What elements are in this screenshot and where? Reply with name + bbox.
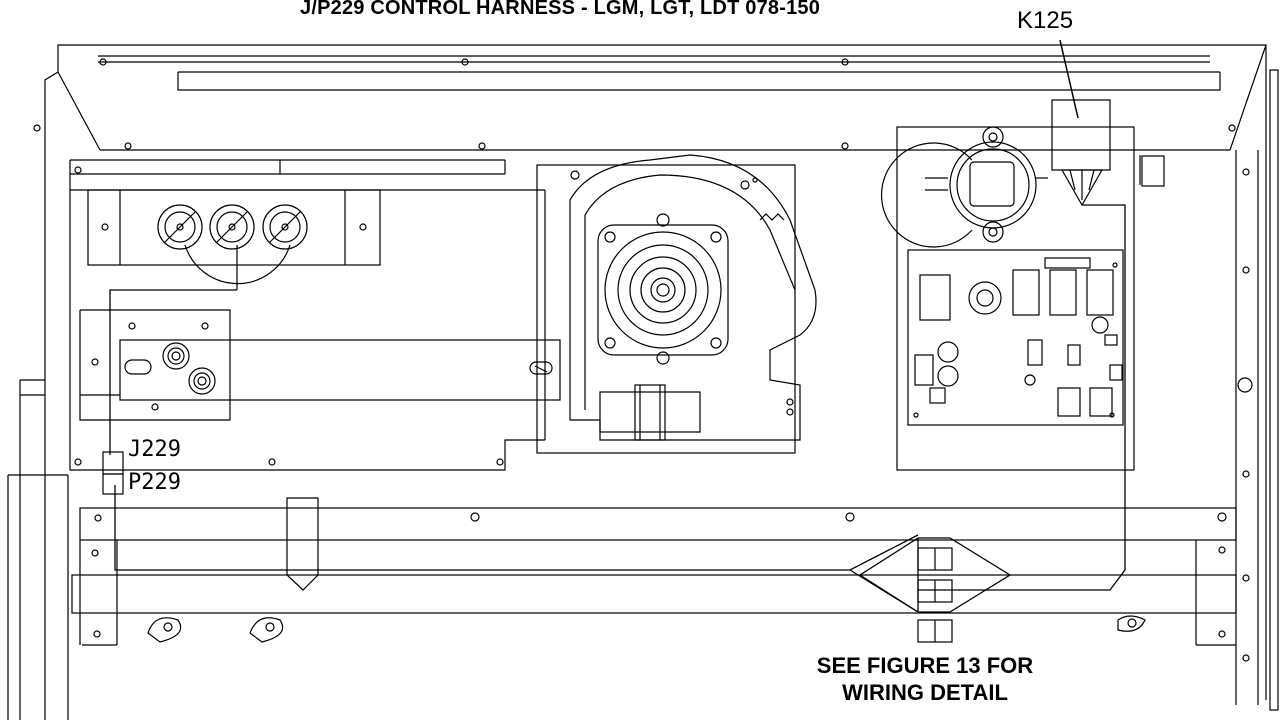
- limit-switch-3: [262, 204, 308, 250]
- limit-switch-1: [157, 204, 203, 250]
- relay-k125: [1051, 39, 1111, 207]
- limit-switch-2: [209, 204, 255, 250]
- gas-valve-fitting: [162, 342, 216, 395]
- callout-p229: P229: [128, 470, 181, 495]
- control-panel: [896, 126, 1135, 471]
- left-equipment-plate: [69, 159, 561, 471]
- bottom-rails: [71, 497, 1237, 646]
- harness-connector-j229: [102, 451, 124, 475]
- diagram-title: J/P229 CONTROL HARNESS - LGM, LGT, LDT 0…: [300, 0, 821, 19]
- callout-j229: J229: [128, 437, 181, 462]
- harness-connectors-lower: [917, 547, 953, 643]
- burner-fittings: [147, 615, 1146, 643]
- blower-housing: [536, 154, 817, 454]
- note-line-1: SEE FIGURE 13 FOR: [816, 653, 1034, 678]
- ignition-control-board: [907, 249, 1124, 426]
- callout-k125: K125: [1017, 7, 1074, 34]
- blower-outlet: [599, 384, 701, 441]
- blower-motor: [597, 213, 729, 365]
- harness-connector-p229: [102, 473, 124, 495]
- harness-wire: [109, 204, 1126, 613]
- mounting-holes: [33, 58, 1253, 662]
- wiring-detail-note: SEE FIGURE 13 FOR WIRING DETAIL: [760, 652, 1090, 706]
- note-line-2: WIRING DETAIL: [842, 680, 1008, 705]
- pressure-switch: [880, 126, 1048, 248]
- cabinet-outline: [7, 44, 1279, 720]
